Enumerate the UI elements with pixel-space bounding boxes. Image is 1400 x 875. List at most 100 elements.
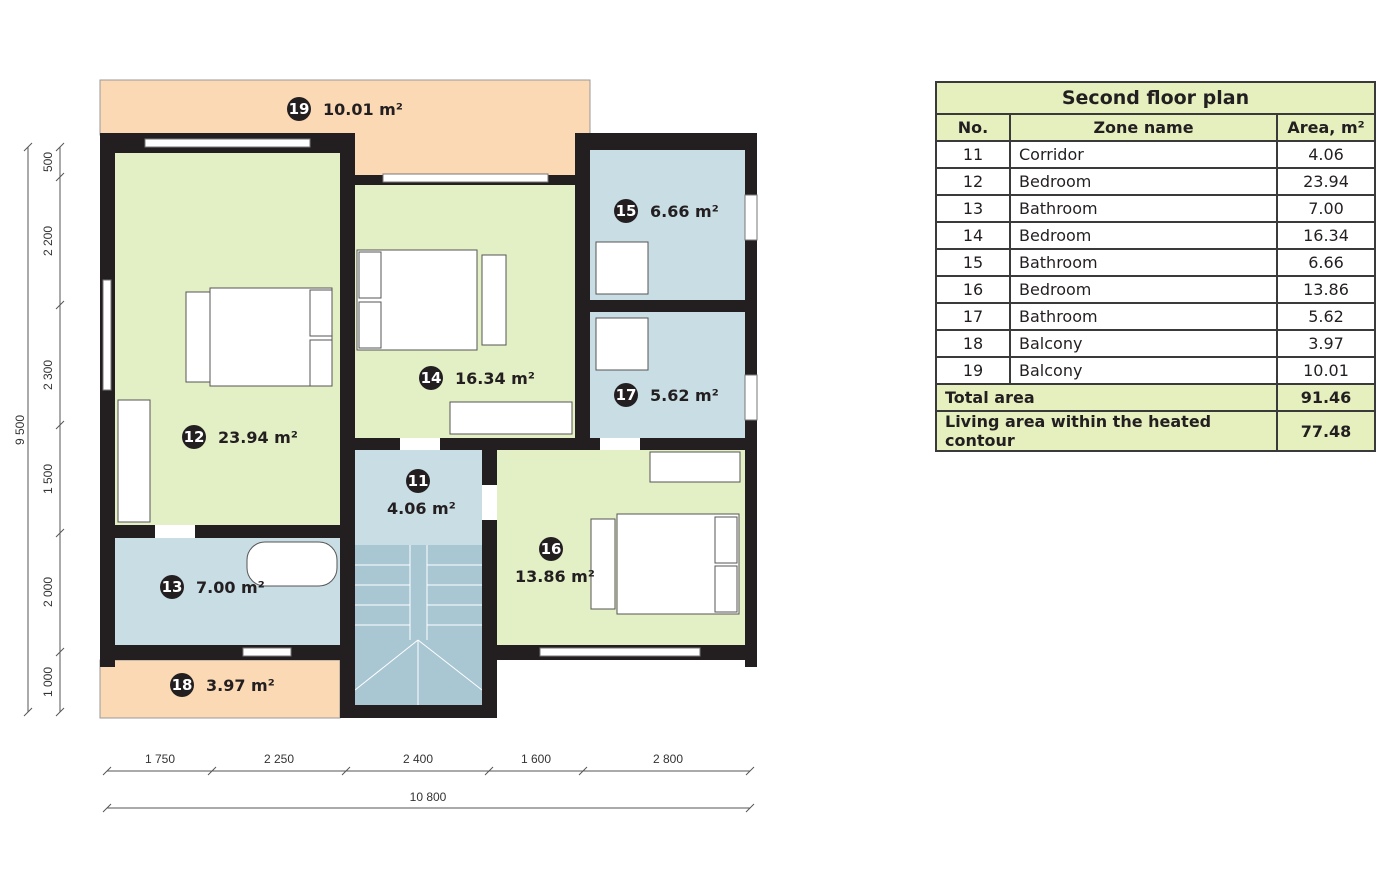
zone-name: Bathroom — [1009, 302, 1278, 331]
svg-text:10.01 m²: 10.01 m² — [323, 100, 403, 119]
zone-name: Bedroom — [1009, 167, 1278, 196]
dim-label: 1 750 — [145, 752, 175, 766]
zone-area: 3.97 — [1276, 329, 1376, 358]
dim-label: 1 600 — [521, 752, 551, 766]
zone-name: Bathroom — [1009, 248, 1278, 277]
zone-area: 5.62 — [1276, 302, 1376, 331]
zone-no: 13 — [935, 194, 1011, 223]
zone-area: 23.94 — [1276, 167, 1376, 196]
zone-area: 4.06 — [1276, 140, 1376, 169]
svg-text:17: 17 — [616, 386, 637, 404]
svg-text:5.62 m²: 5.62 m² — [650, 386, 719, 405]
svg-text:19: 19 — [289, 100, 310, 118]
left-dimension-labels: 500 2 200 2 300 1 500 2 000 1 000 9 500 — [13, 152, 55, 697]
dim-tick — [55, 707, 65, 717]
col-header-no: No. — [935, 113, 1011, 142]
beds — [117, 241, 741, 615]
zone-area: 6.66 — [1276, 248, 1376, 277]
zone-no: 14 — [935, 221, 1011, 250]
zone-no: 11 — [935, 140, 1011, 169]
dim-label: 500 — [41, 152, 55, 172]
room-label-14: 14 16.34 m² — [419, 366, 535, 390]
dim-label: 1 000 — [41, 667, 55, 697]
windows — [102, 138, 758, 657]
living-label: Living area within the heated contour — [935, 410, 1278, 452]
dim-tick — [23, 142, 33, 152]
balcony-19 — [99, 79, 591, 136]
col-header-zone: Zone name — [1009, 113, 1278, 142]
zone-area: 10.01 — [1276, 356, 1376, 385]
dim-tick — [102, 803, 112, 813]
area-table: Second floor plan No. Zone name Area, m²… — [935, 81, 1376, 452]
svg-text:16: 16 — [541, 540, 562, 558]
dim-tick — [55, 300, 65, 310]
room-label-18: 18 3.97 m² — [170, 673, 275, 697]
svg-text:11: 11 — [408, 472, 429, 490]
zone-name: Balcony — [1009, 329, 1278, 358]
balcony-19-ext — [355, 133, 575, 178]
svg-text:16.34 m²: 16.34 m² — [455, 369, 535, 388]
room-label-19: 19 10.01 m² — [287, 97, 403, 121]
floor-plan: 1 750 2 250 2 400 1 600 2 800 10 800 500… — [13, 79, 758, 813]
svg-text:14: 14 — [421, 369, 442, 387]
svg-text:7.00 m²: 7.00 m² — [196, 578, 265, 597]
svg-text:3.97 m²: 3.97 m² — [206, 676, 275, 695]
dim-label: 1 500 — [41, 464, 55, 494]
total-label: Total area — [935, 383, 1278, 412]
svg-text:12: 12 — [184, 428, 205, 446]
dim-label: 2 400 — [403, 752, 433, 766]
svg-text:15: 15 — [616, 202, 637, 220]
zone-name: Bedroom — [1009, 275, 1278, 304]
zone-name: Bedroom — [1009, 221, 1278, 250]
dim-tick — [55, 420, 65, 430]
dim-label: 2 200 — [41, 226, 55, 256]
zone-no: 16 — [935, 275, 1011, 304]
room-label-13: 13 7.00 m² — [160, 575, 265, 599]
balcony-18 — [99, 659, 341, 719]
dim-tick — [578, 766, 588, 776]
svg-text:13: 13 — [162, 578, 183, 596]
dim-tick — [484, 766, 494, 776]
svg-text:18: 18 — [172, 676, 193, 694]
zone-no: 19 — [935, 356, 1011, 385]
room-label-12: 12 23.94 m² — [182, 425, 298, 449]
zone-no: 12 — [935, 167, 1011, 196]
dim-label: 2 800 — [653, 752, 683, 766]
dim-tick — [55, 172, 65, 182]
zone-no: 18 — [935, 329, 1011, 358]
zone-name: Bathroom — [1009, 194, 1278, 223]
dim-total: 9 500 — [13, 415, 27, 445]
col-header-area: Area, m² — [1276, 113, 1376, 142]
dim-tick — [745, 766, 755, 776]
svg-text:4.06 m²: 4.06 m² — [387, 499, 456, 518]
dim-tick — [55, 647, 65, 657]
room-label-11: 11 4.06 m² — [387, 469, 456, 518]
svg-text:23.94 m²: 23.94 m² — [218, 428, 298, 447]
room-11 — [355, 450, 482, 545]
dim-tick — [55, 528, 65, 538]
zone-name: Corridor — [1009, 140, 1278, 169]
bottom-dimension-labels: 1 750 2 250 2 400 1 600 2 800 10 800 — [145, 752, 683, 804]
table-title: Second floor plan — [935, 81, 1376, 115]
dim-tick — [745, 803, 755, 813]
dim-tick — [341, 766, 351, 776]
zone-no: 15 — [935, 248, 1011, 277]
dim-label: 2 250 — [264, 752, 294, 766]
stair-steps — [354, 545, 483, 705]
svg-text:13.86 m²: 13.86 m² — [515, 567, 595, 586]
zone-area: 16.34 — [1276, 221, 1376, 250]
room-label-15: 15 6.66 m² — [614, 199, 719, 223]
dim-tick — [207, 766, 217, 776]
svg-text:6.66 m²: 6.66 m² — [650, 202, 719, 221]
dim-tick — [23, 707, 33, 717]
